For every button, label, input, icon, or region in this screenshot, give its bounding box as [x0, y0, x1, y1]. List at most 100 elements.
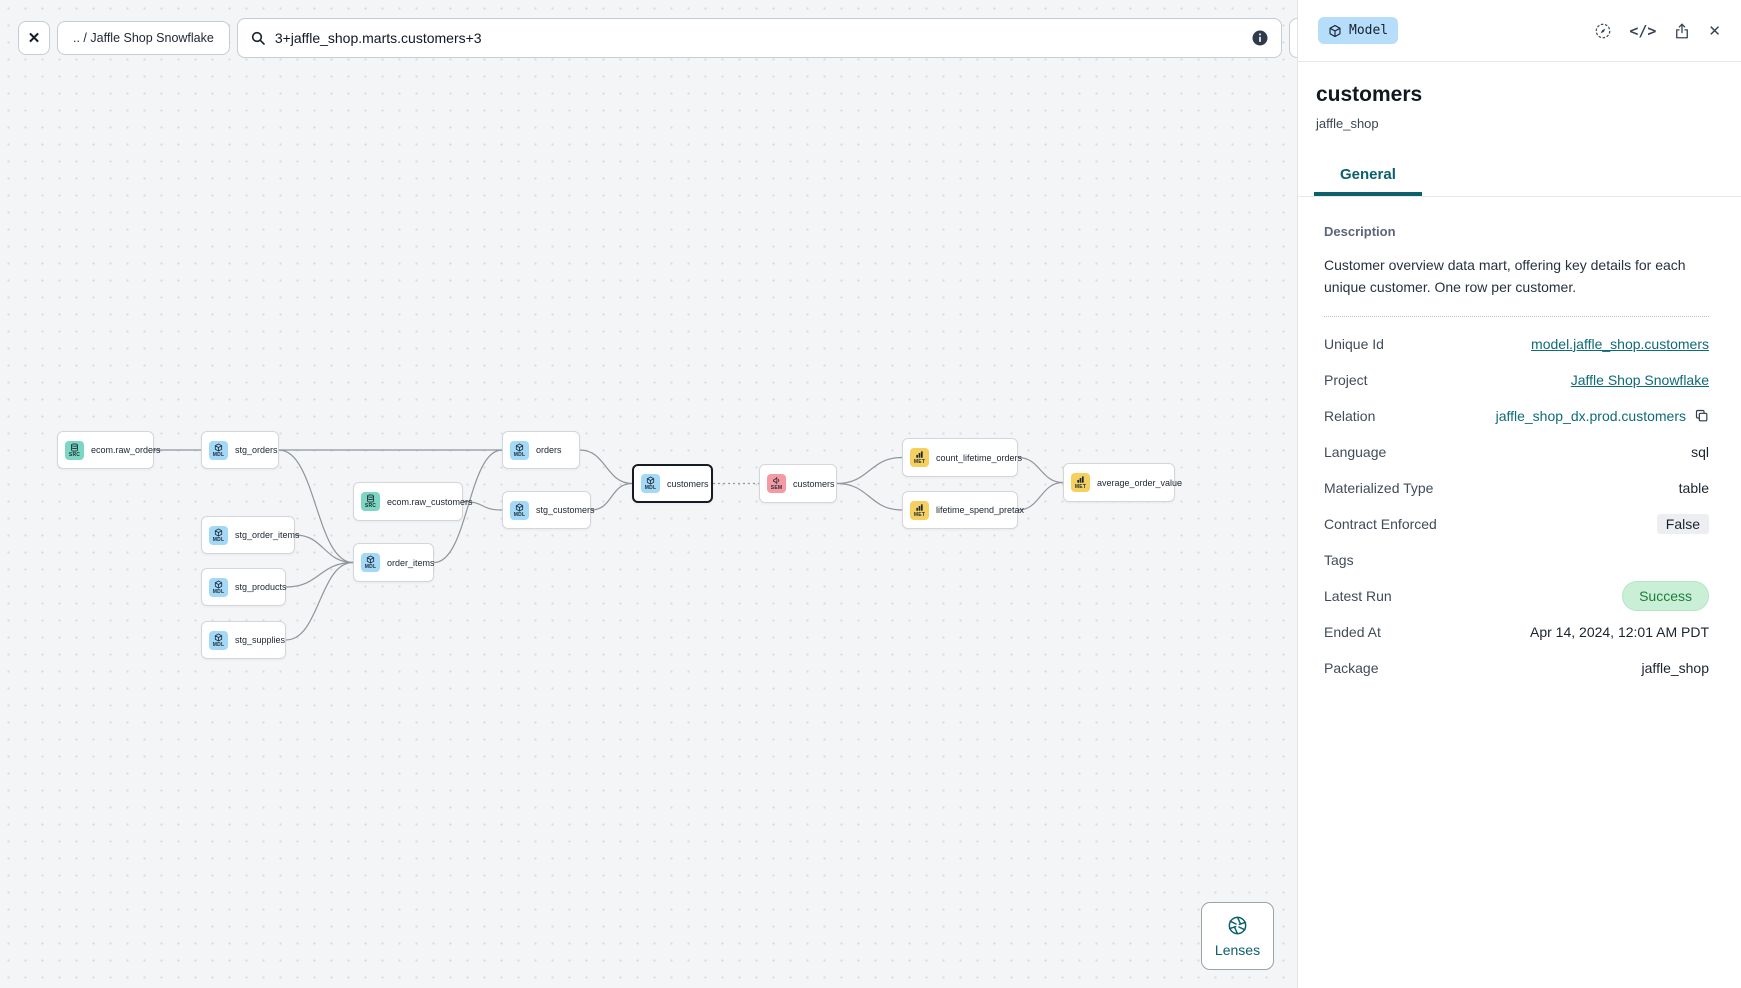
- field-label: Relation: [1324, 407, 1376, 424]
- resource-type-badge: Model: [1318, 17, 1399, 44]
- field-value-wrap: jaffle_shop: [1642, 660, 1709, 676]
- info-icon[interactable]: [1251, 29, 1269, 47]
- node-label: ecom.raw_customers: [387, 496, 473, 507]
- field-label: Package: [1324, 659, 1379, 676]
- page-title: customers: [1316, 83, 1423, 106]
- field-value-wrap: table: [1679, 480, 1709, 496]
- field-value-wrap: jaffle_shop_dx.prod.customers: [1496, 408, 1709, 424]
- field-row-relation: Relation jaffle_shop_dx.prod.customers: [1324, 398, 1709, 434]
- edge-stg_customers-to-customers: [590, 482, 633, 511]
- search-box: [236, 18, 1282, 58]
- node-label: count_lifetime_orders: [936, 452, 1023, 463]
- field-label: Language: [1324, 443, 1387, 460]
- node-label: order_items: [387, 557, 435, 568]
- source-icon: SRC: [361, 492, 380, 511]
- field-value: table: [1678, 479, 1709, 496]
- graph-node-orders[interactable]: MDL orders: [502, 431, 580, 469]
- edge-count_lifetime_orders-to-average_order_value: [1017, 456, 1064, 484]
- model-icon: MDL: [510, 440, 529, 460]
- share-button[interactable]: [1673, 22, 1691, 40]
- panel-actions: </> ✕: [1594, 22, 1721, 40]
- field-value[interactable]: Jaffle Shop Snowflake: [1570, 371, 1709, 388]
- metric-icon: MET: [1071, 473, 1090, 492]
- close-panel-button[interactable]: ✕: [1708, 22, 1721, 40]
- node-label: orders: [536, 445, 562, 455]
- graph-node-average_order_value[interactable]: MET average_order_value: [1063, 463, 1182, 502]
- node-label: stg_orders: [235, 445, 278, 455]
- graph-node-stg_products[interactable]: MDL stg_products: [201, 568, 287, 606]
- field-label: Contract Enforced: [1324, 515, 1437, 532]
- metric-icon: MET: [910, 448, 929, 467]
- copy-icon[interactable]: [1694, 408, 1709, 423]
- model-icon: MDL: [209, 577, 228, 597]
- close-icon: ✕: [27, 30, 41, 47]
- model-icon: MDL: [209, 525, 228, 545]
- field-value-wrap: Apr 14, 2024, 12:01 AM PDT: [1530, 624, 1709, 640]
- lineage-edges: [153, 449, 1064, 641]
- model-icon: MDL: [361, 553, 380, 572]
- breadcrumb[interactable]: .. / Jaffle Shop Snowflake: [57, 21, 230, 55]
- refresh-button[interactable]: [1288, 18, 1297, 58]
- field-value[interactable]: model.jaffle_shop.customers: [1531, 335, 1709, 352]
- field-label: Project: [1324, 371, 1368, 388]
- edge-stg_orders-to-order_items: [278, 449, 354, 564]
- close-graph-button[interactable]: ✕: [18, 21, 50, 55]
- field-value: sql: [1691, 443, 1709, 460]
- node-label: average_order_value: [1097, 477, 1183, 488]
- field-row-contract-enforced: Contract Enforced False: [1324, 506, 1709, 542]
- source-icon: SRC: [65, 440, 84, 460]
- graph-node-ecom_raw_customers[interactable]: SRC ecom.raw_customers: [353, 482, 473, 521]
- model-icon: MDL: [209, 630, 228, 650]
- edge-stg_supplies-to-order_items: [285, 561, 354, 641]
- graph-node-ecom_raw_orders[interactable]: SRC ecom.raw_orders: [57, 431, 161, 469]
- graph-node-count_lifetime_orders[interactable]: MET count_lifetime_orders: [902, 438, 1022, 477]
- field-row-project: Project Jaffle Shop Snowflake: [1324, 362, 1709, 398]
- search-input[interactable]: [274, 30, 1242, 46]
- node-label: customers: [793, 478, 835, 489]
- search-icon: [251, 31, 265, 45]
- graph-node-customers_sem[interactable]: SEM customers: [759, 464, 837, 503]
- graph-node-order_items[interactable]: MDL order_items: [353, 543, 435, 582]
- edge-customers_sem-to-lifetime_spend_pretax: [836, 482, 903, 511]
- field-value[interactable]: jaffle_shop_dx.prod.customers: [1495, 407, 1686, 424]
- edge-orders-to-customers: [579, 449, 633, 485]
- code-icon: </>: [1629, 21, 1657, 40]
- field-value: False: [1656, 513, 1709, 534]
- node-label: ecom.raw_orders: [91, 445, 161, 455]
- field-value-wrap: model.jaffle_shop.customers: [1531, 336, 1709, 352]
- field-value: Apr 14, 2024, 12:01 AM PDT: [1530, 623, 1709, 640]
- lenses-label: Lenses: [1214, 941, 1261, 958]
- view-code-button[interactable]: </>: [1629, 22, 1656, 40]
- description-label: Description: [1324, 224, 1396, 239]
- field-row-language: Language sql: [1324, 434, 1709, 470]
- node-label: stg_products: [235, 582, 287, 592]
- graph-toolbar: ✕ .. / Jaffle Shop Snowflake: [18, 18, 1297, 58]
- lenses-button[interactable]: Lenses: [1201, 902, 1274, 970]
- panel-tabs: General: [1298, 156, 1741, 197]
- field-row-latest-run: Latest Run Success: [1324, 578, 1709, 614]
- field-value-wrap: sql: [1691, 444, 1709, 460]
- field-label: Latest Run: [1324, 587, 1392, 604]
- panel-content: Description Customer overview data mart,…: [1298, 197, 1741, 686]
- close-icon: ✕: [1708, 22, 1721, 40]
- field-label: Unique Id: [1324, 335, 1384, 352]
- field-value-wrap: Success: [1622, 580, 1709, 611]
- open-in-explorer-button[interactable]: [1594, 22, 1612, 40]
- semantic-model-icon: SEM: [767, 474, 786, 493]
- field-label: Tags: [1324, 551, 1354, 568]
- field-value-wrap: False: [1656, 513, 1709, 534]
- edge-order_items-to-orders: [433, 449, 503, 564]
- tab-general[interactable]: General: [1314, 156, 1422, 196]
- section-divider: [1324, 315, 1709, 317]
- model-icon: MDL: [510, 500, 529, 520]
- edge-ecom_raw_customers-to-stg_customers: [462, 500, 503, 511]
